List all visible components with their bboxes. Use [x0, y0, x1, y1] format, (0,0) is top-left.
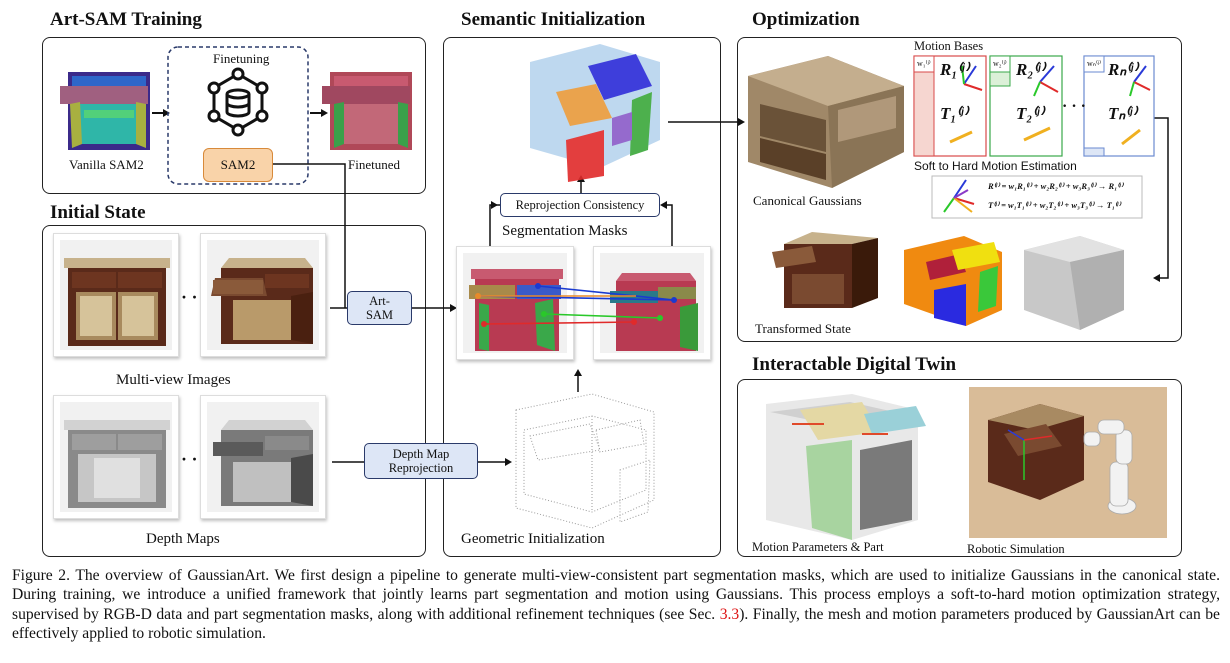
multi-view-image-1	[53, 233, 179, 357]
caption-text-1: Figure 2. The overview of GaussianArt. W…	[12, 567, 1220, 623]
segmentation-mask-1	[456, 246, 574, 360]
art-sam-box: Art- SAM	[347, 291, 412, 325]
vanilla-sam2-label: Vanilla SAM2	[69, 157, 144, 172]
canonical-gaussians-image	[748, 56, 904, 188]
depth-map-2	[200, 395, 326, 519]
transformed-gray-image	[1024, 236, 1124, 330]
motion-bases-label: Motion Bases	[914, 39, 984, 53]
translation-t2: T₂⁽ʲ⁾	[1016, 104, 1044, 123]
digital-twin-title: Interactable Digital Twin	[752, 354, 957, 375]
transformed-segmentation-image	[904, 236, 1002, 326]
robotic-simulation-label: Robotic Simulation	[967, 542, 1065, 556]
soft-hard-axes-icon	[943, 179, 975, 213]
vanilla-sam2-cabinet-image	[60, 72, 150, 150]
axes-icon-n	[1121, 65, 1151, 146]
art-sam-training-title: Art-SAM Training	[50, 9, 202, 30]
motion-parameters-part-image	[766, 394, 926, 540]
segmentation-mask-2	[593, 246, 711, 360]
caption-text-2: ). Finally, the mesh and motion paramete…	[12, 605, 1220, 643]
equation-r: R⁽ʲ⁾ = w₁R₁⁽ʲ⁾ + w₂R₂⁽ʲ⁾ + w₃R₃⁽ʲ⁾ → R₁⁽…	[988, 181, 1123, 191]
depth-map-reprojection-box: Depth Map Reprojection	[364, 443, 478, 479]
depth-map-1	[53, 395, 179, 519]
soft-hard-label: Soft to Hard Motion Estimation	[914, 159, 1077, 173]
finetuning-dashed-box	[167, 46, 309, 185]
depth-maps-label: Depth Maps	[146, 531, 220, 547]
finetuned-cabinet-image	[322, 72, 412, 150]
weight-w1: w₁⁽ʲ⁾	[917, 59, 931, 68]
multi-view-image-2	[200, 233, 326, 357]
segmentation-masks-label: Segmentation Masks	[502, 223, 628, 239]
motion-dots: · · ·	[1062, 98, 1087, 115]
axes-icon-2	[1023, 65, 1059, 142]
motion-parameters-label: Motion Parameters & Part	[752, 540, 884, 554]
translation-t1: T₁⁽ʲ⁾	[940, 104, 968, 123]
reprojection-consistency-box: Reprojection Consistency	[500, 193, 660, 217]
weight-wn: wₙ⁽ʲ⁾	[1087, 59, 1102, 68]
sam2-box: SAM2	[203, 148, 273, 182]
transformed-state-image	[772, 232, 878, 308]
robotic-simulation-image	[969, 387, 1167, 538]
semantic-point-cloud-image	[530, 44, 660, 182]
multi-view-images-label: Multi-view Images	[116, 372, 231, 388]
optimization-title: Optimization	[752, 9, 860, 30]
semantic-init-title: Semantic Initialization	[461, 9, 646, 30]
rotation-r1: R₁⁽ʲ⁾	[940, 60, 969, 79]
canonical-gaussians-label: Canonical Gaussians	[753, 193, 862, 208]
finetuning-label: Finetuning	[213, 51, 270, 66]
geometric-point-cloud-image	[515, 393, 655, 529]
caption-section-ref[interactable]: 3.3	[719, 605, 740, 623]
network-database-icon	[207, 67, 269, 137]
transformed-state-label: Transformed State	[755, 321, 851, 336]
axes-icon-1	[949, 65, 983, 144]
equation-t: T⁽ʲ⁾ = w₁T₁⁽ʲ⁾ + w₂T₂⁽ʲ⁾ + w₃T₃⁽ʲ⁾ → T₁⁽…	[988, 200, 1121, 210]
initial-state-title: Initial State	[50, 202, 146, 223]
geometric-initialization-label: Geometric Initialization	[461, 531, 605, 547]
finetuned-label: Finetuned	[348, 157, 400, 172]
rotation-r2: R₂⁽ʲ⁾	[1016, 60, 1045, 79]
rotation-rn: Rₙ⁽ʲ⁾	[1108, 60, 1138, 79]
translation-tn: Tₙ⁽ʲ⁾	[1108, 104, 1137, 123]
weight-w2: w₂⁽ʲ⁾	[993, 59, 1007, 68]
figure-caption: Figure 2. The overview of GaussianArt. W…	[12, 566, 1220, 644]
